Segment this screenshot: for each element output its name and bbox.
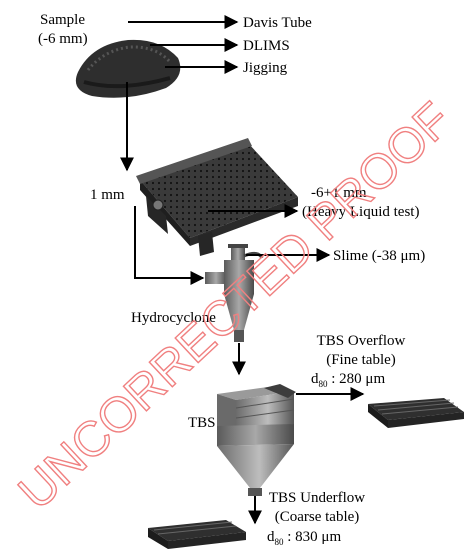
screen-image [136, 138, 298, 256]
tbs-image [217, 384, 296, 496]
hydrocyclone-image [205, 244, 264, 342]
tbs-label: TBS [188, 415, 216, 431]
tbs-underflow-d80: d80 : 830 μm [267, 529, 341, 547]
tbs-underflow-title: TBS Underflow [269, 490, 365, 506]
arrow-screen-to-hydrocyclone [134, 206, 205, 285]
coarse-table-image [148, 520, 246, 549]
fine-table-image [368, 398, 464, 428]
hydrocyclone-label: Hydrocyclone [131, 310, 216, 326]
cyclone-overflow: Slime (-38 μm) [333, 248, 425, 264]
output-davis-tube: Davis Tube [243, 15, 312, 31]
tbs-underflow-table: (Coarse table) [275, 509, 360, 525]
tbs-overflow-d80: d80 : 280 μm [311, 371, 385, 389]
tbs-overflow-title: TBS Overflow [317, 333, 406, 349]
screen-fraction: -6+1 mm [311, 185, 367, 201]
tbs-overflow-table: (Fine table) [326, 352, 396, 368]
sample-name: Sample [40, 12, 85, 28]
output-dlims: DLIMS [243, 38, 290, 54]
screen-test: (Heavy Liquid test) [302, 204, 419, 220]
sample-size: (-6 mm) [38, 31, 88, 47]
output-jigging: Jigging [243, 60, 288, 76]
sample-pile-image [75, 39, 181, 98]
screen-label: 1 mm [90, 187, 125, 203]
